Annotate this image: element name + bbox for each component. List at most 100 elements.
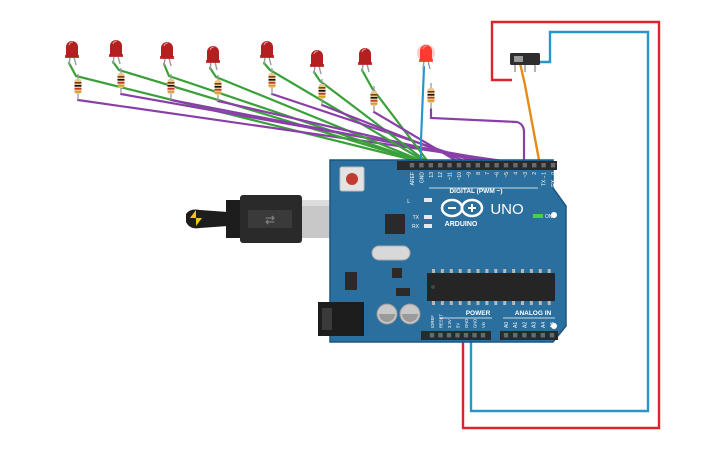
digital-pin-label: RX←0 bbox=[551, 172, 557, 187]
power-pin-hole[interactable] bbox=[446, 333, 452, 338]
digital-pin-hole[interactable] bbox=[466, 163, 471, 168]
digital-pin-hole[interactable] bbox=[438, 163, 443, 168]
digital-pin-hole[interactable] bbox=[428, 163, 433, 168]
digital-pin-label: 4 bbox=[513, 172, 519, 175]
power-pin-label: 5V bbox=[456, 323, 461, 328]
digital-pin-label: 8 bbox=[476, 172, 482, 175]
power-pin-label: RESET bbox=[439, 314, 444, 328]
resistor-8[interactable] bbox=[427, 83, 435, 109]
digital-pin-label: ~10 bbox=[457, 172, 463, 181]
digital-pin-hole[interactable] bbox=[513, 163, 518, 168]
atmega-chip bbox=[427, 273, 555, 301]
digital-pin-hole[interactable] bbox=[503, 163, 509, 168]
digital-pin-hole[interactable] bbox=[550, 163, 556, 168]
analog-pin-label: A3 bbox=[532, 322, 538, 328]
analog-pin-hole[interactable] bbox=[503, 333, 509, 338]
led-signal-wire[interactable] bbox=[372, 110, 462, 165]
crystal bbox=[371, 245, 411, 261]
digital-pin-label: GND bbox=[419, 172, 425, 184]
led-1[interactable] bbox=[65, 41, 79, 66]
resistor-4[interactable] bbox=[214, 75, 222, 101]
power-pin-label: Vin bbox=[481, 321, 486, 328]
usb-cable: ⇄ bbox=[186, 195, 352, 243]
led-ground-wire[interactable] bbox=[312, 70, 430, 165]
digital-pin-label: ~5 bbox=[504, 172, 510, 178]
brand-text: ARDUINO bbox=[445, 221, 478, 228]
analog-pin-label: A1 bbox=[513, 322, 519, 328]
digital-pin-hole[interactable] bbox=[532, 163, 537, 168]
digital-pin-label: 7 bbox=[485, 172, 491, 175]
digital-pin-hole[interactable] bbox=[494, 163, 499, 168]
orange-signal-wire[interactable] bbox=[518, 62, 541, 161]
power-pin-hole[interactable] bbox=[463, 333, 469, 338]
analog-pin-hole[interactable] bbox=[513, 333, 518, 338]
led-6[interactable] bbox=[310, 50, 324, 75]
red-power-wire[interactable] bbox=[461, 20, 661, 430]
resistor-5[interactable] bbox=[268, 68, 276, 94]
onboard-leds: L TX RX bbox=[407, 198, 432, 230]
led-8[interactable] bbox=[417, 44, 435, 70]
digital-pin-label: 13 bbox=[429, 172, 435, 178]
led-tx-label: TX bbox=[413, 215, 420, 221]
digital-pin-hole[interactable] bbox=[485, 163, 490, 168]
led-8-ground-wire[interactable] bbox=[419, 65, 426, 165]
digital-label: DIGITAL (PWM ~) bbox=[449, 188, 502, 195]
digital-pin-label: 2 bbox=[532, 172, 538, 175]
digital-pin-hole[interactable] bbox=[541, 163, 546, 168]
power-pin-hole[interactable] bbox=[480, 333, 486, 338]
resistor-6[interactable] bbox=[318, 79, 326, 105]
power-pin-hole[interactable] bbox=[429, 333, 435, 338]
analog-pin-hole[interactable] bbox=[522, 333, 527, 338]
led-7[interactable] bbox=[358, 48, 372, 73]
slide-switch[interactable] bbox=[510, 53, 540, 72]
led-8-signal-wire[interactable] bbox=[429, 107, 526, 165]
digital-pin-label: ~11 bbox=[448, 172, 454, 180]
power-pin-hole[interactable] bbox=[455, 333, 460, 338]
led-ground-wire[interactable] bbox=[208, 66, 429, 165]
blue-gnd-wire[interactable] bbox=[469, 30, 650, 413]
resistor-3[interactable] bbox=[167, 74, 175, 100]
digital-pin-hole[interactable] bbox=[522, 163, 527, 168]
led-2[interactable] bbox=[109, 40, 123, 65]
led-rx-label: RX bbox=[412, 224, 420, 230]
resistor-1[interactable] bbox=[74, 74, 82, 100]
power-pin-hole[interactable] bbox=[438, 333, 443, 338]
digital-pin-label: ~9 bbox=[466, 172, 472, 178]
digital-pin-hole[interactable] bbox=[447, 163, 452, 168]
power-pin-label: IOREF bbox=[430, 315, 435, 328]
analog-pin-hole[interactable] bbox=[549, 333, 555, 338]
resistor-2[interactable] bbox=[117, 68, 125, 94]
digital-pin-label: TX→1 bbox=[542, 172, 548, 186]
digital-header-holes bbox=[409, 163, 556, 168]
analog-pin-label: A0 bbox=[504, 322, 510, 328]
led-ground-wire[interactable] bbox=[162, 62, 428, 165]
switch-wires bbox=[461, 20, 661, 430]
digital-pin-hole[interactable] bbox=[456, 163, 462, 168]
analog-pin-hole[interactable] bbox=[540, 333, 545, 338]
analog-pin-label: A2 bbox=[522, 322, 528, 328]
led-signal-wire[interactable] bbox=[270, 92, 481, 165]
power-pin-hole[interactable] bbox=[472, 333, 477, 338]
led-ground-wire[interactable] bbox=[111, 60, 428, 165]
analog-pin-label: A4 bbox=[541, 322, 547, 328]
dc-power-jack[interactable] bbox=[318, 302, 364, 336]
led-3[interactable] bbox=[160, 42, 174, 67]
digital-pin-hole[interactable] bbox=[419, 163, 424, 168]
reset-button-cap[interactable] bbox=[346, 173, 358, 185]
analog-pin-hole[interactable] bbox=[531, 333, 536, 338]
led-ground-wire[interactable] bbox=[360, 68, 431, 165]
on-label: ON bbox=[545, 214, 553, 220]
led-ground-wire[interactable] bbox=[262, 61, 429, 165]
power-header-holes bbox=[429, 333, 486, 338]
svg-text:⇄: ⇄ bbox=[265, 213, 275, 227]
digital-pin-hole[interactable] bbox=[475, 163, 480, 168]
power-label: POWER bbox=[466, 310, 491, 317]
led-5[interactable] bbox=[260, 41, 274, 66]
digital-pin-hole[interactable] bbox=[409, 163, 415, 168]
led-4[interactable] bbox=[206, 46, 220, 71]
digital-pin-label: AREF bbox=[410, 172, 416, 185]
resistor-7[interactable] bbox=[370, 86, 378, 112]
